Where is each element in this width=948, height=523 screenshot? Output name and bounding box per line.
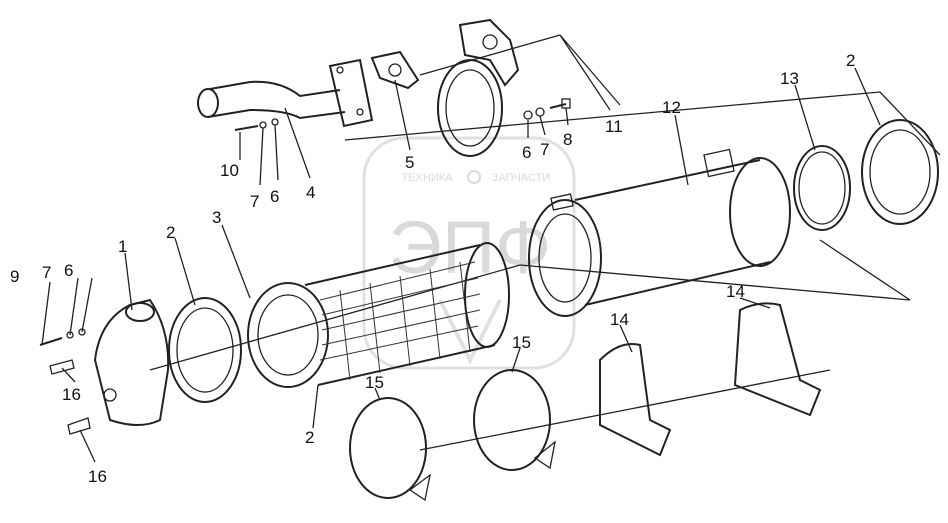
callout-10: 10 (220, 161, 239, 180)
saddle-bracket-b (733, 302, 822, 417)
callout-6-far-left: 6 (64, 261, 73, 280)
gasket-left (168, 297, 242, 403)
callout-7-left: 7 (250, 192, 259, 211)
callout-4: 4 (306, 183, 315, 202)
callout-3: 3 (212, 208, 221, 227)
callout-8: 8 (563, 130, 572, 149)
callout-6-upper: 6 (522, 143, 531, 162)
fasteners-left (39, 328, 91, 435)
gasket-5 (370, 50, 420, 90)
tube-bundle-core (247, 242, 510, 388)
callout-6-left: 6 (270, 187, 279, 206)
callout-5: 5 (405, 153, 414, 172)
callout-12: 12 (662, 98, 681, 117)
callout-15-a: 15 (365, 373, 384, 392)
callout-2-right: 2 (846, 51, 855, 70)
leader-lines (41, 34, 881, 463)
cooler-shell (528, 148, 791, 317)
o-ring-13 (793, 145, 851, 231)
callout-7-upper: 7 (540, 140, 549, 159)
assembly-axis-lines (149, 34, 941, 451)
watermark-wheat-icon (438, 299, 502, 365)
watermark: ЭПФ ТЕХНИКА ЗАПЧАСТИ (362, 136, 576, 370)
callout-9: 9 (10, 267, 19, 286)
callout-1: 1 (118, 237, 127, 256)
callout-7-far-left: 7 (42, 263, 51, 282)
elbow-housing (437, 18, 520, 157)
callout-2-bottom: 2 (305, 428, 314, 447)
bolt-set-left (234, 118, 279, 131)
callout-2-left: 2 (166, 223, 175, 242)
callout-13: 13 (780, 69, 799, 88)
callout-16-b: 16 (88, 467, 107, 486)
clamp-15b (473, 369, 556, 471)
callout-16-a: 16 (62, 385, 81, 404)
watermark-text-left: ТЕХНИКА (402, 172, 454, 184)
gasket-right (861, 119, 939, 225)
end-cover (93, 298, 170, 426)
bolt-set-upper (523, 98, 571, 120)
callout-11: 11 (605, 117, 623, 136)
clamp-15a (349, 397, 431, 502)
watermark-text-right: ЗАПЧАСТИ (492, 172, 550, 184)
callout-14-b: 14 (726, 282, 745, 301)
outlet-pipe (197, 58, 374, 128)
callout-14-a: 14 (610, 310, 629, 329)
saddle-bracket-a (599, 343, 672, 457)
callout-15-b: 15 (512, 333, 531, 352)
callout-numbers: 1 2 3 2 2 4 5 6 6 6 7 7 7 8 9 10 11 12 1… (10, 51, 855, 486)
watermark-gear-icon (467, 170, 481, 184)
